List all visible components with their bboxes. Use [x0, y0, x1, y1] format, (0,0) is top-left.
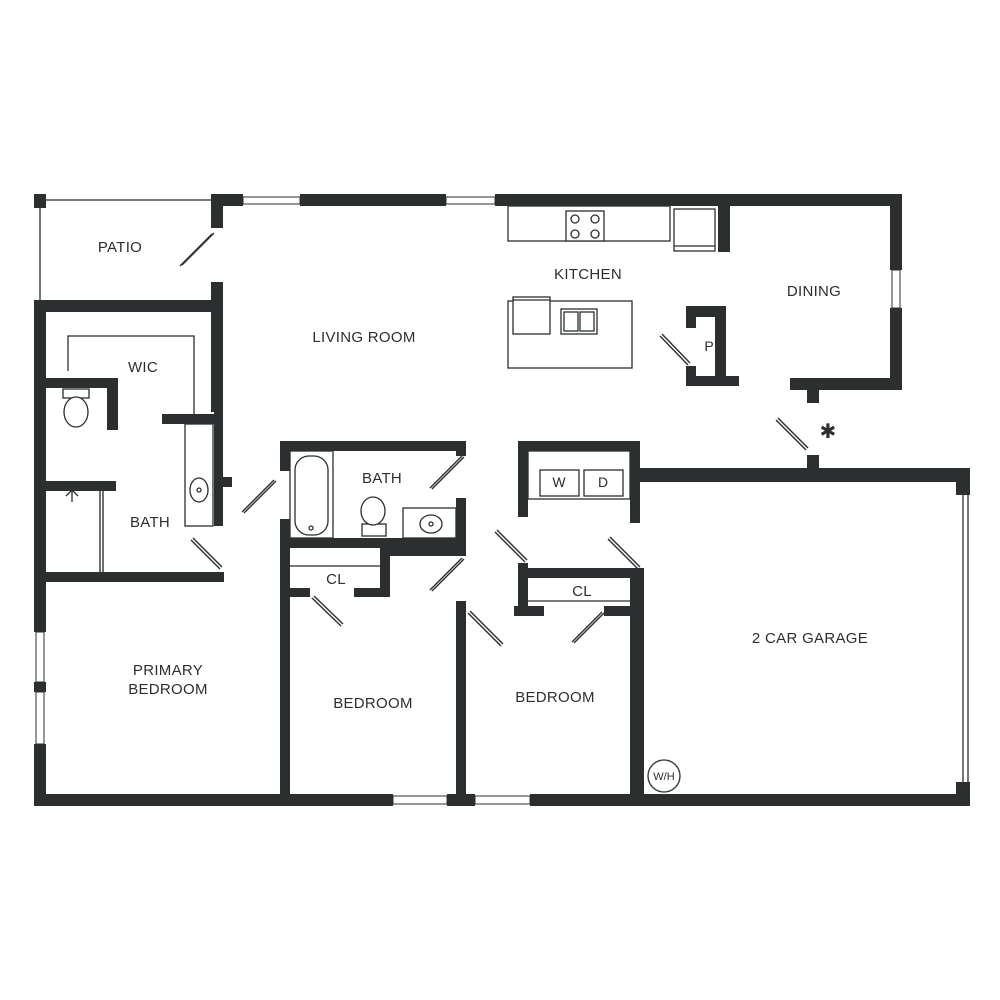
washer-icon	[539, 469, 580, 497]
closet-rods	[290, 565, 630, 602]
label-dryer: D	[598, 474, 608, 490]
sink-icon	[189, 477, 209, 503]
label-bedroom-3: BEDROOM	[515, 689, 595, 706]
shower-head-icon	[65, 489, 79, 502]
label-closet-a: CL	[326, 571, 346, 588]
garage-door	[962, 495, 969, 782]
label-hall-bath: BATH	[362, 470, 402, 487]
label-pantry: P	[704, 338, 713, 354]
toilet-icon	[62, 388, 90, 428]
cooktop-icon	[565, 210, 605, 242]
dryer-icon	[583, 469, 624, 497]
water-heater-icon	[647, 759, 681, 793]
label-wic: WIC	[128, 359, 158, 376]
bathtub-icon	[289, 450, 334, 539]
sink-icon	[560, 308, 598, 335]
label-washer: W	[552, 474, 566, 490]
label-primary-bath: BATH	[130, 514, 170, 531]
label-dining: DINING	[787, 283, 841, 300]
doors	[99, 232, 809, 647]
label-water-heater: W/H	[653, 771, 674, 783]
label-patio: PATIO	[98, 239, 142, 256]
kitchen-fixtures	[507, 205, 716, 369]
label-living-room: LIVING ROOM	[312, 329, 415, 346]
label-kitchen: KITCHEN	[554, 266, 622, 283]
label-primary-bedroom-line2: BEDROOM	[128, 681, 208, 698]
sink-icon	[402, 507, 457, 539]
patio-outline	[39, 199, 211, 300]
label-garage: 2 CAR GARAGE	[752, 630, 868, 647]
wic-shelving	[67, 335, 214, 527]
label-bedroom-2: BEDROOM	[333, 695, 413, 712]
room-labels: PATIO LIVING ROOM KITCHEN DINING WIC BAT…	[98, 239, 868, 712]
label-closet-b: CL	[572, 583, 592, 600]
laundry	[527, 450, 631, 500]
entry-marker-icon: ✱	[819, 421, 836, 443]
walls	[34, 194, 970, 806]
toilet-icon	[360, 496, 387, 537]
label-primary-bedroom-line1: PRIMARY	[133, 662, 203, 679]
fixture-labels: P W D W/H ✱	[552, 338, 836, 783]
